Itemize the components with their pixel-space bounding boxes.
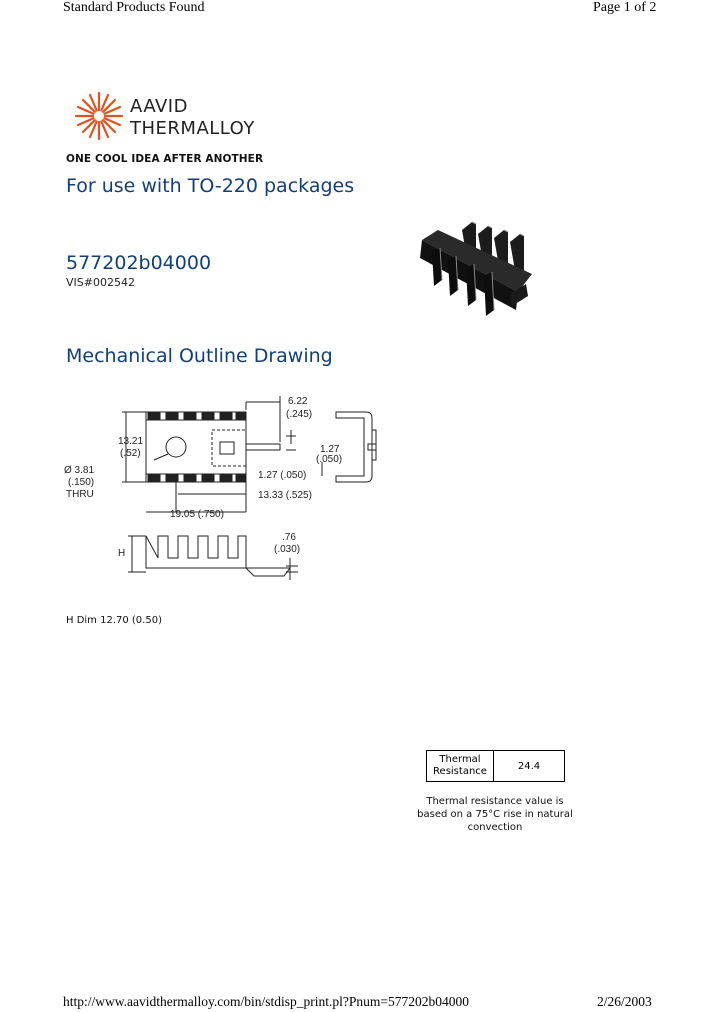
mechanical-outline-drawing: 6.22 (.245) 13.21 (.52) 1.27 (.050) Ø 3.… (60, 390, 390, 590)
thermal-note-line1: Thermal resistance value is (426, 796, 564, 807)
dim-13-21-in: (.52) (120, 448, 141, 459)
dim-h-label: H (118, 548, 125, 559)
thermal-label-line1: Thermal (439, 754, 481, 765)
dim-1-27-in: (.050) (316, 454, 342, 465)
thermal-resistance-value: 24.4 (493, 750, 565, 782)
dim-hole-mm: Ø 3.81 (64, 465, 94, 476)
logo-text-aavid: AAVID (130, 96, 188, 117)
dim-hole-note: THRU (66, 489, 94, 500)
thermal-note: Thermal resistance value is based on a 7… (410, 795, 580, 834)
page-number: Page 1 of 2 (593, 0, 657, 15)
sunburst-logo-icon (74, 91, 124, 141)
thermal-resistance-label: Thermal Resistance (426, 750, 494, 782)
heatsink-product-image (414, 210, 538, 328)
dim-13-21-mm: 13.21 (118, 436, 143, 447)
dim-19-05: 19.05 (.750) (170, 509, 224, 520)
footer-date: 2/26/2003 (597, 994, 652, 1009)
footer-url: http://www.aavidthermalloy.com/bin/stdis… (63, 994, 469, 1009)
dim-0-76-in: (.030) (274, 544, 300, 555)
dim-1-27-mm: 1.27 (320, 444, 340, 455)
thermal-note-line2: based on a 75°C rise in natural (417, 809, 573, 820)
thermal-resistance-table: Thermal Resistance 24.4 (426, 750, 565, 782)
package-heading: For use with TO-220 packages (66, 175, 355, 197)
dim-0-76-mm: .76 (282, 532, 296, 543)
dim-hole-in: (.150) (68, 477, 94, 488)
dim-1-27-inline: 1.27 (.050) (258, 470, 306, 481)
dim-13-33: 13.33 (.525) (258, 490, 312, 501)
thermal-label-line2: Resistance (433, 766, 487, 777)
thermal-note-line3: convection (467, 822, 523, 833)
drawing-heading: Mechanical Outline Drawing (66, 345, 333, 367)
part-number: 577202b04000 (66, 252, 212, 274)
dim-6-22-mm: 6.22 (288, 396, 308, 407)
logo-text-thermalloy: THERMALLOY (130, 118, 255, 139)
h-dimension-note: H Dim 12.70 (0.50) (66, 615, 162, 626)
vis-number: VIS#002542 (66, 276, 135, 289)
dim-6-22-in: (.245) (286, 409, 312, 420)
page-header-title: Standard Products Found (63, 0, 205, 15)
logo-tagline: ONE COOL IDEA AFTER ANOTHER (66, 153, 264, 165)
